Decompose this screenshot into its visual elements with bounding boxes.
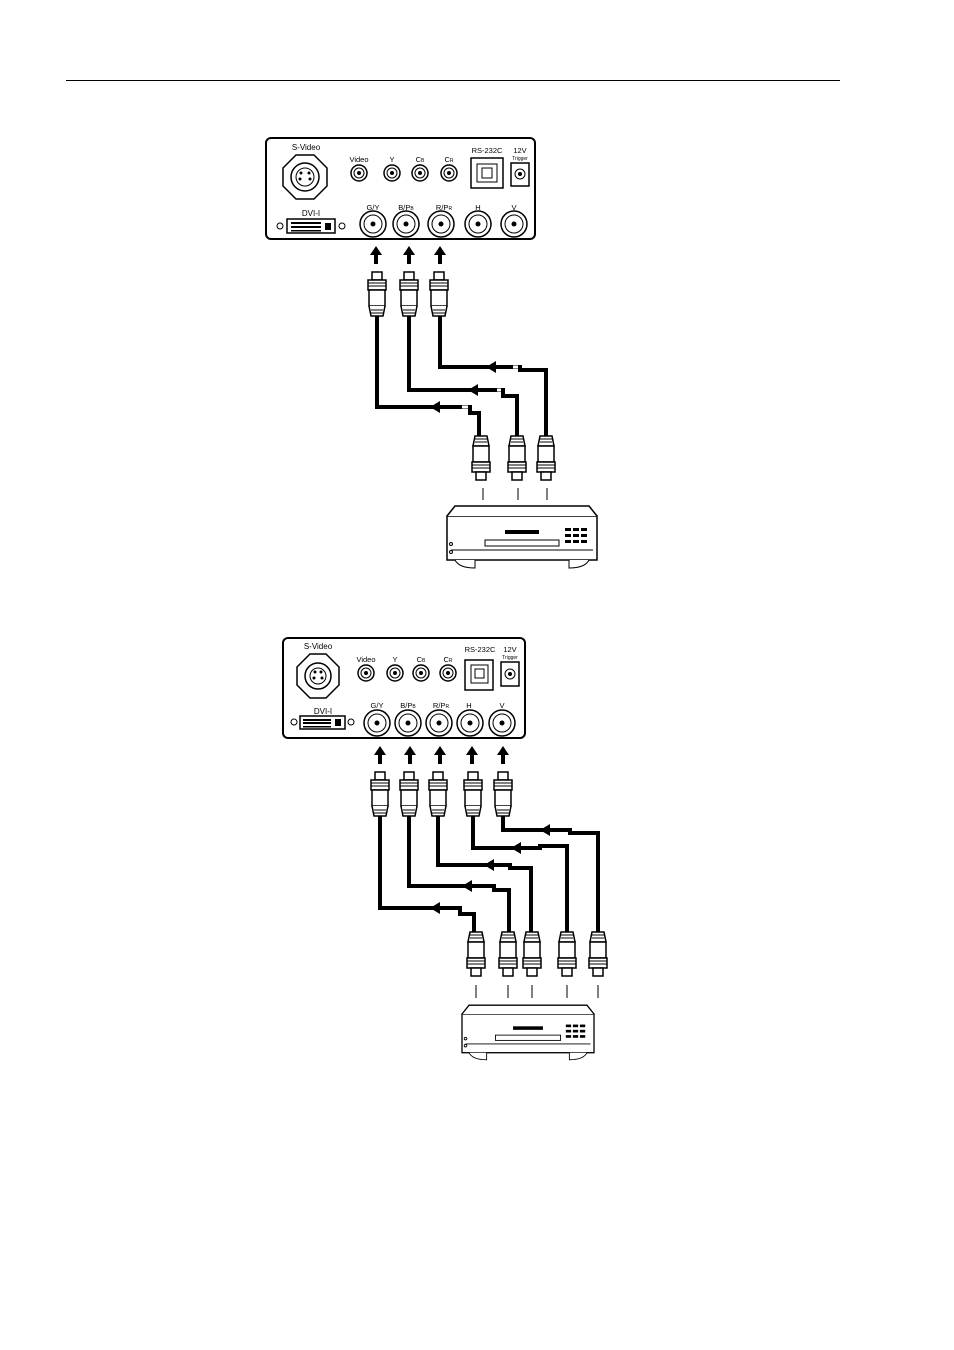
arrow-left-icon [468, 384, 494, 396]
v-jack [501, 211, 527, 237]
trigger-label: Trigger [502, 655, 518, 661]
y-jack [387, 665, 403, 681]
bnc-plug [464, 772, 482, 816]
dvd-player-icon [462, 1005, 594, 1060]
source-leads [476, 985, 598, 998]
rs232-port [471, 158, 503, 188]
diagram-rgbhv-5-cable: S-Video Video Y CB CR RS-232C 12V Trigge… [283, 638, 607, 1060]
bnc-plug [508, 436, 526, 480]
trigger-port [511, 163, 529, 186]
cables [377, 316, 546, 436]
rs232-port [465, 660, 493, 690]
bnc-plug [467, 932, 485, 976]
cables [380, 816, 598, 932]
svideo-label: S-Video [304, 642, 333, 651]
arrow-left-icon [462, 880, 488, 892]
y-jack [384, 165, 400, 181]
gy-jack [360, 211, 386, 237]
svideo-port [283, 155, 327, 199]
arrow-left-icon [484, 859, 510, 871]
dvi-port [291, 716, 354, 729]
cb-jack [413, 665, 429, 681]
arrow-left-icon [430, 902, 456, 914]
rs232-label: RS-232C [472, 146, 503, 155]
bnc-plug [400, 272, 418, 316]
arrow-up-icon [466, 746, 478, 764]
y-label: Y [389, 155, 394, 164]
arrow-left-icon [540, 824, 566, 836]
h-jack [465, 211, 491, 237]
cb-jack [412, 165, 428, 181]
arrow-up-icon [434, 246, 446, 264]
h-label: H [466, 701, 471, 710]
diagram-component-3-cable: S-Video Video Y CB CR RS-232C 12V Trigg [266, 138, 597, 568]
rs232-label: RS-232C [465, 645, 496, 654]
video-label: Video [356, 655, 375, 664]
bnc-plug [430, 272, 448, 316]
arrow-left-icon [486, 361, 512, 373]
rpr-jack [426, 710, 452, 736]
arrow-up-icon [403, 246, 415, 264]
connector-panel: S-Video Video Y CB CR RS-232C 12V Trigge… [283, 638, 525, 738]
video-jack [358, 665, 374, 681]
arrow-up-icon [404, 746, 416, 764]
arrow-up-icon [434, 746, 446, 764]
video-jack [351, 165, 367, 181]
h-jack [457, 710, 483, 736]
source-leads [483, 488, 547, 500]
dvd-player-icon [447, 506, 597, 568]
dvi-label: DVI-I [314, 707, 332, 716]
arrow-up-icon [497, 746, 509, 764]
dvi-port [277, 219, 345, 233]
bnc-plug [499, 932, 517, 976]
cr-jack [440, 665, 456, 681]
arrow-up-icon [374, 746, 386, 764]
bnc-plug [371, 772, 389, 816]
bnc-plug [429, 772, 447, 816]
v-jack [489, 710, 515, 736]
arrow-left-icon [511, 842, 537, 854]
cable-gaps [462, 367, 518, 407]
bnc-plug [537, 436, 555, 480]
bnc-plug [368, 272, 386, 316]
bnc-plug [558, 932, 576, 976]
v-label: V [499, 701, 504, 710]
rpr-jack [428, 211, 454, 237]
y-label: Y [392, 655, 397, 664]
video-label: Video [349, 155, 368, 164]
bpb-jack [395, 710, 421, 736]
gy-label: G/Y [371, 701, 384, 710]
connector-panel: S-Video Video Y CB CR RS-232C 12V Trigg [266, 138, 535, 239]
gy-jack [364, 710, 390, 736]
cr-jack [441, 165, 457, 181]
bnc-plug [472, 436, 490, 480]
bnc-plug [589, 932, 607, 976]
trigger-label: Trigger [512, 156, 528, 162]
svideo-label: S-Video [292, 143, 321, 152]
v12-label: 12V [513, 146, 526, 155]
v12-label: 12V [503, 645, 516, 654]
bnc-plug [523, 932, 541, 976]
arrow-left-icon [430, 401, 456, 413]
bnc-plug [494, 772, 512, 816]
arrow-up-icon [370, 246, 382, 264]
bpb-jack [393, 211, 419, 237]
dvi-label: DVI-I [302, 209, 320, 218]
svideo-port [297, 654, 339, 698]
bnc-plug [400, 772, 418, 816]
trigger-port [501, 662, 519, 686]
